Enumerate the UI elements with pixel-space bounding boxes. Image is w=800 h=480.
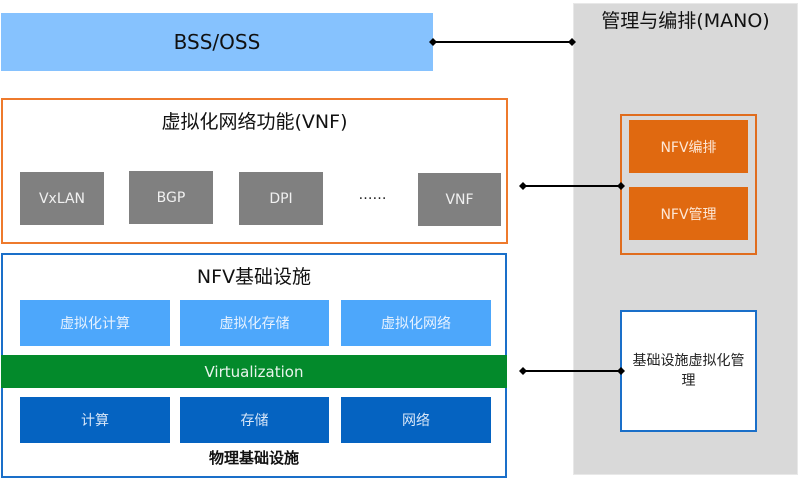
- virtualization-label: Virtualization: [204, 362, 304, 381]
- virtualization-layer: Virtualization: [1, 355, 507, 388]
- physical-resource-label: 网络: [402, 413, 430, 429]
- vnf-manager-block: NFV管理: [629, 187, 748, 240]
- virtual-storage-block: 虚拟化存储: [180, 300, 329, 346]
- vnf-ellipsis: ……: [358, 187, 387, 203]
- vnf-layer-title: 虚拟化网络功能(VNF): [161, 111, 348, 133]
- vnf-item-label: DPI: [269, 190, 293, 207]
- vnf-item-label: VNF: [445, 191, 474, 208]
- virtual-resource-label: 虚拟化存储: [219, 316, 290, 332]
- physical-resource-label: 存储: [240, 413, 269, 429]
- virtual-network-block: 虚拟化网络: [341, 300, 491, 346]
- vnf-item-vnf: VNF: [418, 173, 501, 226]
- virtual-resource-label: 虚拟化计算: [60, 316, 130, 332]
- physical-infrastructure-label: 物理基础设施: [208, 449, 299, 467]
- nfv-orchestrator-label: NFV编排: [660, 139, 717, 156]
- virtual-compute-block: 虚拟化计算: [20, 300, 170, 346]
- connector-bss-mano: [429, 38, 576, 46]
- connector-end-diamond: [617, 182, 625, 190]
- physical-storage-block: 存储: [180, 397, 329, 443]
- connector-end-diamond: [568, 38, 576, 46]
- vnf-item-label: BGP: [156, 189, 186, 206]
- connector-end-diamond: [519, 182, 527, 190]
- vim-label: 基础设施虚拟化管理: [632, 353, 745, 389]
- mano-title: 管理与编排(MANO): [601, 10, 770, 32]
- connector-vnf-vnfm: [519, 182, 625, 190]
- connector-end-diamond: [429, 38, 437, 46]
- vnf-item-dpi: DPI: [239, 172, 323, 225]
- vnf-item-bgp: BGP: [129, 171, 213, 224]
- connector-end-diamond: [617, 367, 625, 375]
- connector-end-diamond: [519, 367, 527, 375]
- bss-oss-label: BSS/OSS: [173, 30, 261, 54]
- nfv-orchestrator-block: NFV编排: [629, 120, 748, 173]
- vnf-manager-label: NFV管理: [660, 206, 717, 223]
- connector-nfvi-vim: [519, 367, 625, 375]
- bss-oss-block: BSS/OSS: [1, 13, 433, 71]
- physical-network-block: 网络: [341, 397, 491, 443]
- vnf-item-label: VxLAN: [38, 190, 86, 207]
- vim-block: 基础设施虚拟化管理: [620, 310, 757, 432]
- physical-compute-block: 计算: [20, 397, 170, 443]
- vnf-item-vxlan: VxLAN: [20, 172, 104, 225]
- virtual-resource-label: 虚拟化网络: [381, 316, 451, 332]
- physical-resource-label: 计算: [81, 413, 109, 429]
- nfvi-title: NFV基础设施: [196, 266, 312, 288]
